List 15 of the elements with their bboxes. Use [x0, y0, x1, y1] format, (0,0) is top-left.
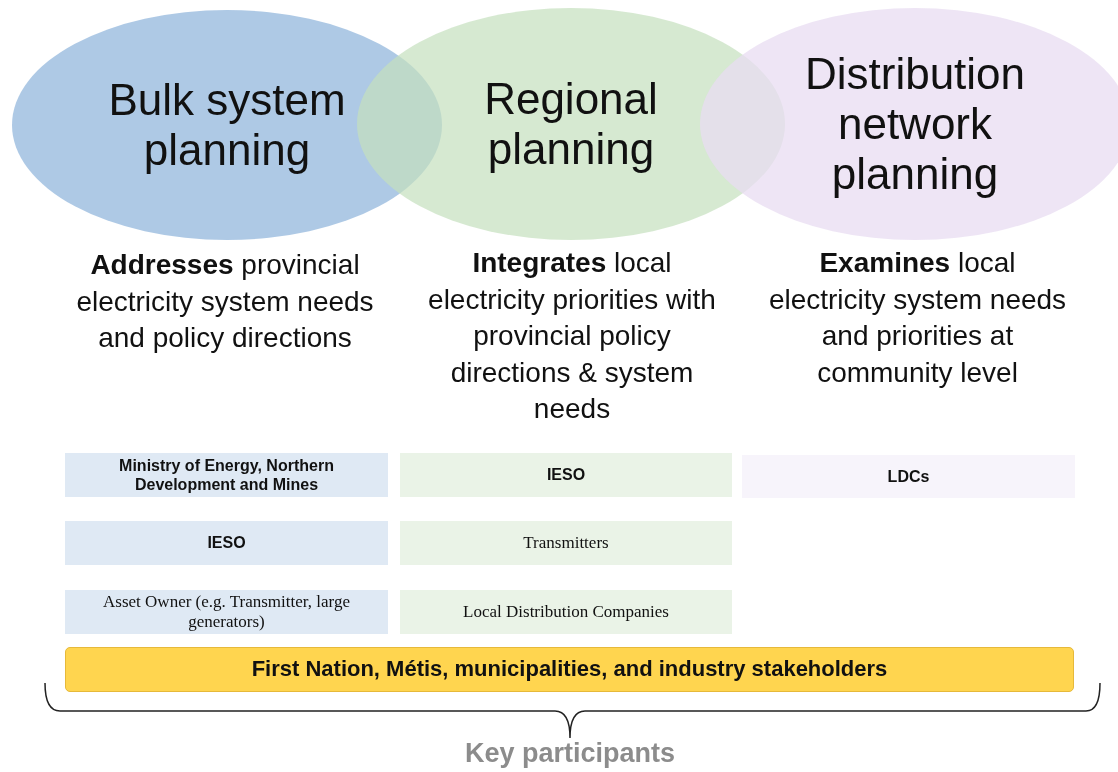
- participant-box: Local Distribution Companies: [400, 590, 732, 634]
- description-text: Integrates local electricity priorities with provincial policy directions & system needs: [427, 246, 717, 426]
- participant-box: IESO: [400, 453, 732, 497]
- group-caption: Key participants: [463, 737, 677, 770]
- ellipse-title: Distribution network planning: [803, 49, 1027, 199]
- participant-box: Ministry of Energy, Northern Development and Mines: [65, 453, 388, 497]
- participant-box: IESO: [65, 521, 388, 565]
- ellipse-title: Bulk system planning: [107, 75, 347, 175]
- description-text: Examines local electricity system needs and priorities at community level: [767, 246, 1068, 390]
- stakeholder-bar: First Nation, Métis, municipalities, and industry stakeholders: [65, 647, 1074, 692]
- participant-box: Transmitters: [400, 521, 732, 565]
- description-text: Addresses provincial electricity system needs and policy directions: [75, 248, 375, 355]
- participant-box: LDCs: [742, 455, 1075, 498]
- participant-box: Asset Owner (e.g. Transmitter, large generators): [65, 590, 388, 634]
- ellipse-title: Regional planning: [483, 74, 659, 174]
